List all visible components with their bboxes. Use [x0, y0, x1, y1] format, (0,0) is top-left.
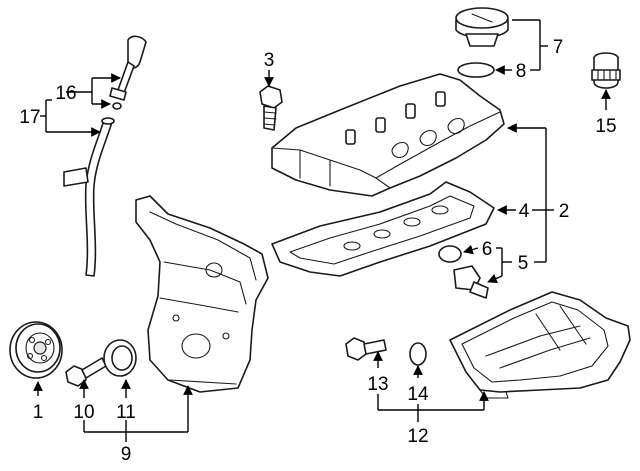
crankshaft-pulley [9, 321, 63, 379]
pulley-bolt [65, 357, 107, 387]
callout-13: 13 [367, 374, 388, 395]
callout-2: 2 [559, 201, 570, 222]
oil-filter [591, 52, 621, 89]
cover-bolt [259, 85, 283, 131]
cap-seal [457, 62, 495, 78]
callout-labels: 1 2 3 4 5 6 7 8 9 10 11 12 13 14 15 16 1… [19, 37, 616, 465]
oil-pan [449, 291, 631, 399]
dipstick-tube [63, 117, 115, 277]
drain-plug-gasket [409, 342, 427, 366]
o-ring [438, 245, 462, 263]
callout-11: 11 [116, 402, 136, 423]
front-seal [103, 339, 137, 377]
callout-5: 5 [518, 253, 529, 274]
callout-10: 10 [73, 402, 94, 423]
callout-6: 6 [482, 239, 493, 260]
timing-cover [135, 195, 269, 393]
callout-4: 4 [519, 201, 530, 222]
callout-17: 17 [19, 107, 40, 128]
callout-3: 3 [264, 50, 275, 71]
callout-7: 7 [553, 37, 564, 58]
valve-cover [271, 73, 505, 197]
oil-filler-cap [455, 7, 509, 47]
callout-1: 1 [33, 402, 44, 423]
valve-cover-gasket [271, 181, 495, 277]
callout-16: 16 [55, 83, 76, 104]
callout-12: 12 [407, 426, 428, 447]
callout-14: 14 [407, 384, 429, 405]
cam-position-sensor [453, 265, 489, 299]
drain-plug [345, 337, 387, 361]
callout-9: 9 [121, 444, 132, 465]
callout-8: 8 [516, 61, 527, 82]
leader-lines [33, 19, 611, 442]
dipstick-handle [109, 35, 147, 110]
callout-15: 15 [595, 116, 616, 137]
